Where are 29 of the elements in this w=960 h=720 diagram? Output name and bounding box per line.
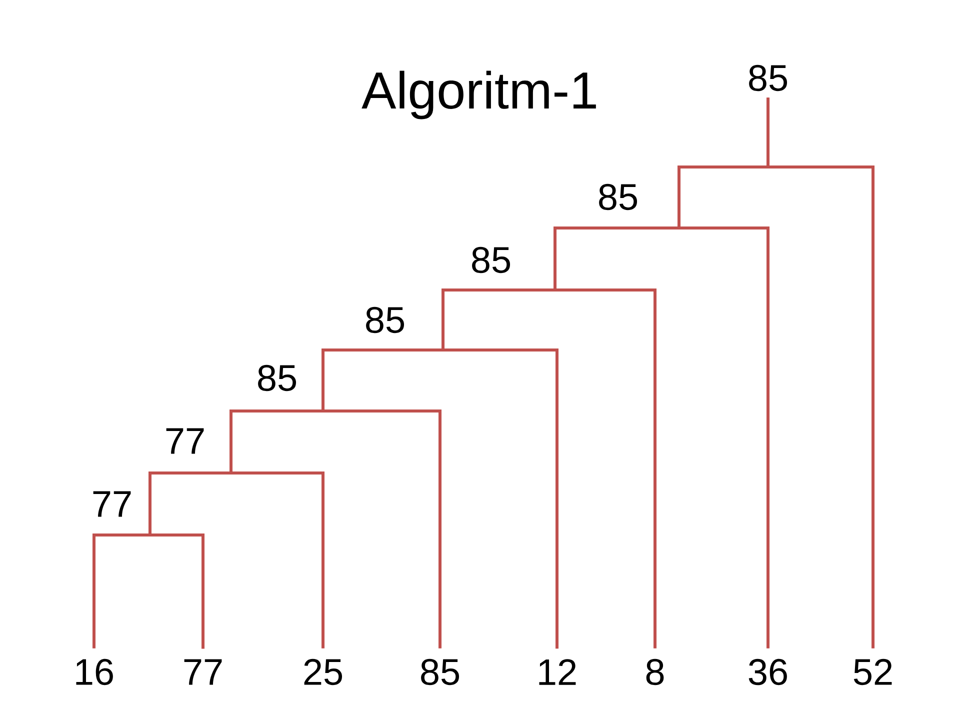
tree-connector: [442, 348, 558, 649]
tree-connector: [92, 534, 152, 648]
tree-connector: [554, 226, 680, 292]
tree-connector: [554, 288, 656, 648]
merge-value: 85: [366, 306, 404, 334]
tree-connector: [230, 472, 324, 648]
leaf-value: 36: [748, 658, 787, 686]
tree-connector: [322, 348, 444, 412]
leaf-value: 52: [854, 658, 892, 686]
tree-connector: [148, 472, 232, 536]
tree-connector: [442, 288, 556, 352]
merge-value: 85: [599, 184, 638, 210]
tree-connector: [322, 410, 442, 648]
merge-value: 85: [749, 64, 788, 92]
tree-connector: [230, 410, 324, 474]
leaf-value: 77: [184, 659, 222, 685]
tree-connector: [148, 534, 204, 649]
merge-value: 77: [93, 491, 131, 517]
leaf-value: 25: [304, 658, 342, 686]
leaf-value: 8: [646, 658, 664, 686]
title: Algoritm-1: [362, 70, 596, 120]
tree-connector: [766, 98, 875, 648]
merge-value: 77: [166, 428, 204, 454]
leaf-value: 16: [76, 658, 113, 686]
leaf-value: 85: [421, 658, 460, 686]
leaf-value: 12: [539, 659, 576, 685]
tree-connector: [678, 226, 770, 648]
merge-value: 85: [472, 246, 510, 274]
merge-value: 85: [258, 364, 296, 392]
